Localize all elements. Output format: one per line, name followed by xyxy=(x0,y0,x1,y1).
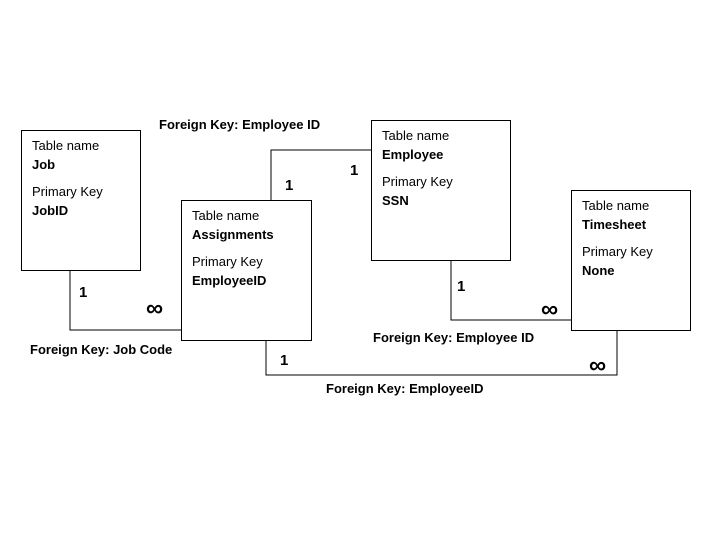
cardinality-job-one: 1 xyxy=(79,284,88,301)
table-employee[interactable]: Table name Employee Primary Key SSN xyxy=(371,120,511,261)
line-assignments-timesheet xyxy=(265,330,618,376)
cardinality-assignments-many: ∞ xyxy=(146,295,164,322)
cardinality-employee-one-b: 1 xyxy=(457,278,466,295)
fk-label-assignments-employee: Foreign Key: Employee ID xyxy=(159,117,321,132)
table-name-label: Table name xyxy=(382,128,450,143)
table-assignments[interactable]: Table name Assignments Primary Key Emplo… xyxy=(181,200,312,341)
cardinality-employee-one: 1 xyxy=(350,162,359,179)
table-name-label: Table name xyxy=(32,138,100,153)
cardinality-assignments-one: 1 xyxy=(285,177,294,194)
line-assignments-employee xyxy=(270,149,371,200)
table-name: Employee xyxy=(382,147,444,162)
table-job[interactable]: Table name Job Primary Key JobID xyxy=(21,130,141,271)
table-timesheet[interactable]: Table name Timesheet Primary Key None xyxy=(571,190,691,331)
primary-key: None xyxy=(582,263,615,278)
cardinality-timesheet-many: ∞ xyxy=(541,296,559,323)
primary-key-label: Primary Key xyxy=(382,174,453,189)
primary-key-label: Primary Key xyxy=(192,254,263,269)
cardinality-assignments-one-b: 1 xyxy=(280,352,289,369)
table-name-label: Table name xyxy=(192,208,260,223)
fk-label-job-assignments: Foreign Key: Job Code xyxy=(30,342,173,357)
line-employee-timesheet xyxy=(450,260,571,321)
primary-key-label: Primary Key xyxy=(582,244,653,259)
table-name-label: Table name xyxy=(582,198,650,213)
line-job-assignments xyxy=(69,270,181,331)
primary-key-label: Primary Key xyxy=(32,184,103,199)
fk-label-employee-timesheet: Foreign Key: Employee ID xyxy=(373,330,535,345)
table-name: Job xyxy=(32,157,56,172)
primary-key: JobID xyxy=(32,203,69,218)
table-name: Timesheet xyxy=(582,217,647,232)
cardinality-timesheet-many-b: ∞ xyxy=(589,352,607,379)
primary-key: EmployeeID xyxy=(192,273,267,288)
fk-label-assignments-timesheet: Foreign Key: EmployeeID xyxy=(326,381,484,396)
primary-key: SSN xyxy=(382,193,409,208)
table-name: Assignments xyxy=(192,227,274,242)
